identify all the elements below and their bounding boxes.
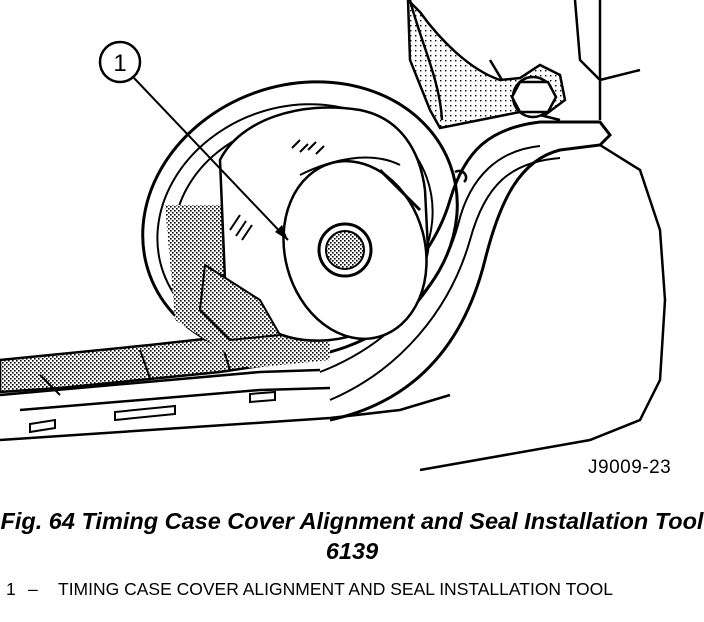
legend-item-text: TIMING CASE COVER ALIGNMENT AND SEAL INS… xyxy=(58,579,613,599)
callout-leader: 1 xyxy=(98,40,289,241)
legend-item-number: 1 xyxy=(6,579,16,599)
legend-item-separator: – xyxy=(28,579,38,599)
figure-reference-id: J9009-23 xyxy=(588,457,672,478)
seal-installation-tool xyxy=(141,80,459,368)
callout-number: 1 xyxy=(113,50,126,77)
crankshaft-bolt xyxy=(406,0,567,183)
figure-caption: Fig. 64 Timing Case Cover Alignment and … xyxy=(0,508,704,564)
figure-illustration: 1 xyxy=(0,0,667,472)
